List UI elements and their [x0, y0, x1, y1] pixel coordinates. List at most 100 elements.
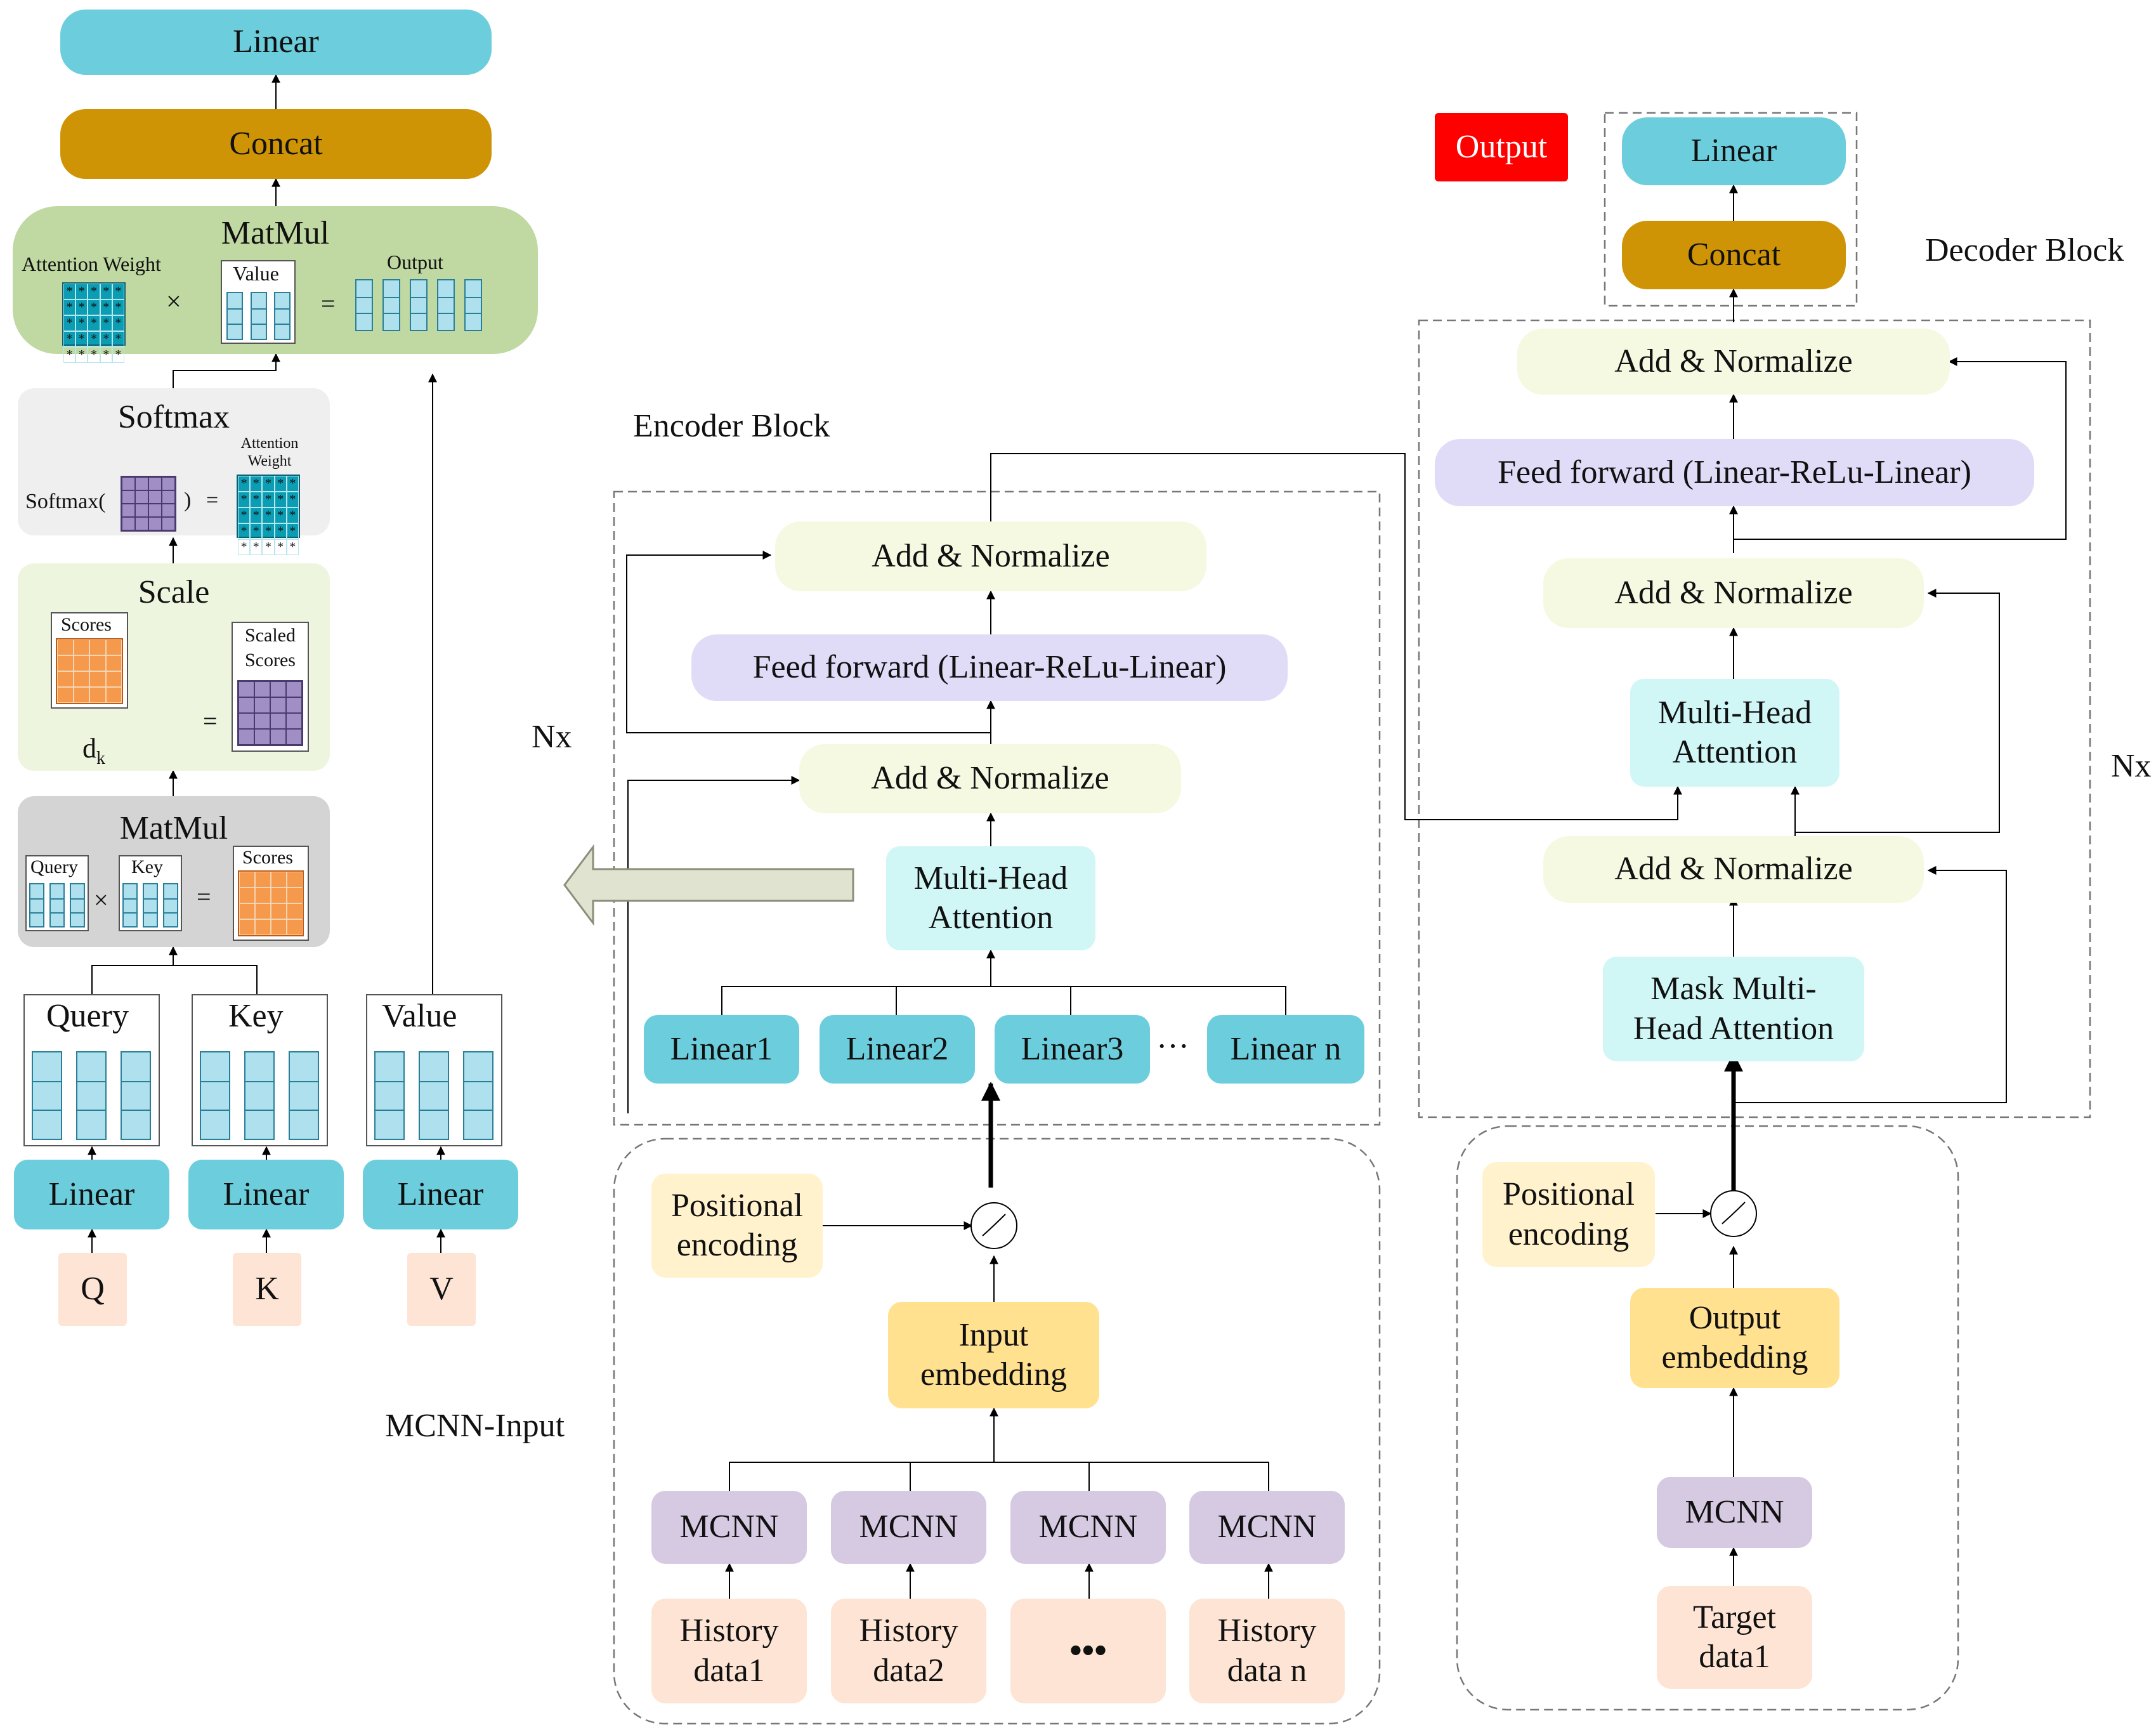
- matrix-cell: [255, 919, 271, 935]
- matrix-cell: *: [274, 476, 287, 492]
- history-data-2: History data2: [831, 1599, 986, 1703]
- matrix-cell: [162, 517, 175, 530]
- history-data-n: History data n: [1189, 1599, 1345, 1703]
- matrix-cell: [271, 903, 287, 919]
- value-small-label: Value: [233, 262, 279, 285]
- matrix-cell: *: [274, 508, 287, 523]
- matrix-cell: *: [250, 492, 263, 508]
- decoder-multi-head-attention: Multi-Head Attention: [1630, 679, 1839, 787]
- key-column: [163, 883, 178, 927]
- matrix-cell: *: [88, 284, 100, 299]
- matrix-cell: *: [250, 539, 263, 555]
- key-column: [143, 883, 158, 927]
- matrix-cell: [255, 888, 271, 903]
- matrix-cell: *: [274, 539, 287, 555]
- mcnn-node-3: MCNN: [1010, 1491, 1166, 1564]
- matrix-cell: *: [238, 492, 251, 508]
- encoder-linear2: Linear2: [820, 1015, 975, 1084]
- decoder-add-normalize-top: Add & Normalize: [1517, 329, 1950, 395]
- matrix-cell: [57, 687, 74, 703]
- matrix-cell: [148, 477, 162, 490]
- matrix-cell: *: [286, 476, 299, 492]
- matrix-cell: [162, 504, 175, 517]
- matrix-cell: *: [250, 523, 263, 539]
- attention-weight-small-label: Attention Weight: [240, 435, 299, 469]
- key-column: [289, 1051, 319, 1140]
- matrix-cell: *: [238, 539, 251, 555]
- matrix-cell: [270, 729, 286, 745]
- key-column: [200, 1051, 230, 1140]
- key-label: Key: [228, 998, 284, 1034]
- equals-sign: =: [203, 707, 218, 735]
- mcnn-node-n: MCNN: [1189, 1491, 1345, 1564]
- matrix-cell: [287, 919, 303, 935]
- matrix-cell: *: [75, 331, 88, 347]
- mcnn-input-label: MCNN-Input: [385, 1408, 565, 1444]
- matrix-cell: [286, 729, 302, 745]
- scores-small-label: Scores: [61, 614, 112, 635]
- matrix-cell: *: [63, 315, 76, 331]
- encoder-add-normalize-top: Add & Normalize: [775, 521, 1206, 591]
- matrix-cell: [239, 888, 255, 903]
- matmul-top-title: MatMul: [221, 215, 330, 251]
- matrix-cell: *: [286, 492, 299, 508]
- matrix-cell: *: [63, 347, 76, 363]
- matrix-cell: [148, 517, 162, 530]
- matrix-cell: [73, 655, 89, 671]
- scores-right-label: Scores: [242, 847, 293, 868]
- decoder-positional-encoding: Positional encoding: [1482, 1162, 1655, 1267]
- matrix-cell: *: [88, 331, 100, 347]
- attention-weight-matrix: *************************: [237, 475, 300, 555]
- encoder-block-label: Encoder Block: [633, 408, 830, 444]
- matrix-cell: [162, 490, 175, 504]
- matrix-cell: [286, 681, 302, 697]
- matrix-cell: *: [63, 284, 76, 299]
- matrix-cell: [148, 504, 162, 517]
- matrix-cell: *: [274, 523, 287, 539]
- query-label: Query: [46, 998, 129, 1034]
- matrix-cell: [105, 687, 122, 703]
- matrix-cell: *: [112, 284, 124, 299]
- decoder-feed-forward: Feed forward (Linear-ReLu-Linear): [1435, 439, 2034, 506]
- matrix-cell: [162, 477, 175, 490]
- matrix-cell: *: [88, 315, 100, 331]
- matrix-cell: [238, 713, 254, 729]
- decoder-mask-multi-head-attention: Mask Multi-Head Attention: [1603, 957, 1864, 1061]
- value-column: [374, 1051, 405, 1140]
- matrix-cell: [73, 639, 89, 655]
- matrix-cell: *: [262, 523, 275, 539]
- matrix-cell: *: [63, 331, 76, 347]
- output-column: [437, 279, 455, 331]
- matrix-cell: *: [75, 299, 88, 315]
- linear-top-node: Linear: [60, 10, 492, 75]
- matrix-cell: [254, 697, 270, 713]
- matrix-cell: *: [262, 539, 275, 555]
- matrix-cell: *: [238, 523, 251, 539]
- decoder-block-label: Decoder Block: [1925, 232, 2124, 268]
- matrix-cell: [122, 504, 135, 517]
- softmax-title: Softmax: [117, 399, 230, 435]
- matrix-cell: [105, 655, 122, 671]
- encoder-multi-head-attention: Multi-Head Attention: [886, 846, 1095, 950]
- matrix-cell: [135, 504, 148, 517]
- matrix-cell: [271, 888, 287, 903]
- linear-k-node: Linear: [188, 1160, 344, 1229]
- encoder-linear-n: Linear n: [1207, 1015, 1364, 1084]
- query-small-label: Query: [30, 856, 78, 877]
- softmax-fn-label: Softmax(: [25, 490, 106, 513]
- matrix-cell: [135, 477, 148, 490]
- k-input: K: [233, 1253, 301, 1326]
- equals-sign: =: [321, 289, 336, 318]
- matrix-cell: [122, 477, 135, 490]
- key-small-label: Key: [131, 856, 163, 877]
- matrix-cell: *: [100, 299, 112, 315]
- output-column: [382, 279, 400, 331]
- matrix-cell: *: [250, 508, 263, 523]
- encoder-linear-ellipsis: ···: [1156, 1028, 1189, 1065]
- matrix-cell: [73, 687, 89, 703]
- matrix-cell: [122, 490, 135, 504]
- matrix-cell: *: [112, 347, 124, 363]
- matrix-cell: [271, 919, 287, 935]
- matrix-cell: *: [63, 299, 76, 315]
- matmul-bottom-title: MatMul: [119, 810, 228, 846]
